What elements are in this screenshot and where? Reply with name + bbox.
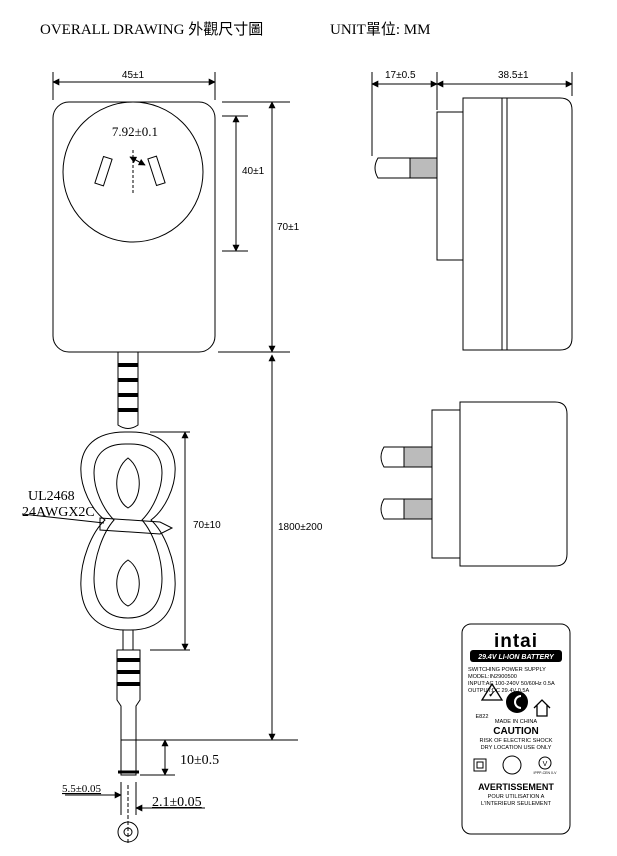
label-line-3: INPUT:AC 100-240V 50/60Hz 0.5A xyxy=(468,681,555,687)
pins-view xyxy=(380,401,568,567)
pin-bottom xyxy=(380,498,433,520)
avert-line-2: L'INTERIEUR SEULEMENT xyxy=(481,801,552,807)
drawing-title: OVERALL DRAWING 外觀尺寸圖 xyxy=(40,22,264,38)
caution-line-1: RISK OF ELECTRIC SHOCK xyxy=(479,738,552,744)
side-view xyxy=(371,72,573,351)
double-insulation-icon xyxy=(473,758,487,772)
unit-label: UNIT單位: MM xyxy=(330,22,431,38)
caution-heading: CAUTION xyxy=(493,726,539,737)
side-plug-plate xyxy=(436,111,464,261)
front-view xyxy=(52,72,290,353)
pin-spacing-dimension: 7.92±0.1 xyxy=(112,124,158,139)
efficiency-v-icon xyxy=(538,756,552,770)
strain-relief xyxy=(117,352,139,429)
made-in-china: MADE IN CHINA xyxy=(495,719,538,725)
pin-height-dimension: 40±1 xyxy=(242,166,265,177)
side-body xyxy=(462,97,573,351)
dc-plug-body xyxy=(116,649,141,741)
plug-length-dimension: 10±0.5 xyxy=(180,753,219,768)
coil-loop-top xyxy=(116,457,140,509)
cable-coil-outer xyxy=(80,431,176,631)
rating-label: ✓ xyxy=(461,623,571,835)
indoor-use-icon xyxy=(533,699,551,717)
caution-line-2: DRY LOCATION USE ONLY xyxy=(481,745,552,751)
coil-loop-bottom xyxy=(116,559,140,607)
avert-line-1: POUR UTILISATION A xyxy=(488,794,545,800)
battery-type: 29.4V LI-ION BATTERY xyxy=(477,654,555,661)
label-line-1: SWITCHING POWER SUPPLY xyxy=(468,667,546,673)
cable-coil-inner xyxy=(93,443,163,619)
cable-length-dimension: 1800±200 xyxy=(278,522,323,533)
body-height-dimension: 70±1 xyxy=(277,222,300,233)
width-dimension: 45±1 xyxy=(122,70,145,81)
cable-type-line1: UL2468 xyxy=(28,489,75,504)
side-pin xyxy=(374,157,438,179)
body-depth-dimension: 38.5±1 xyxy=(498,70,529,81)
brand-logo: intai xyxy=(494,631,538,652)
pins-body xyxy=(459,401,568,567)
blank-circle-mark xyxy=(502,755,522,775)
cable-assembly xyxy=(21,352,298,845)
inner-diameter-dimension: 2.1±0.05 xyxy=(152,795,202,810)
compliance-code: E822 xyxy=(475,714,488,720)
dc-plug-barrel xyxy=(120,740,137,776)
efficiency-mark: V xyxy=(543,761,548,768)
pin-top xyxy=(380,446,433,468)
certification-c-icon xyxy=(506,691,528,713)
coil-dimension: 70±10 xyxy=(193,520,221,531)
pin-slot-right xyxy=(147,155,166,187)
rcm-triangle-icon xyxy=(480,682,504,701)
plug-face-circle xyxy=(62,101,204,243)
pins-plug-plate xyxy=(431,409,461,559)
efficiency-sub: IPPP-CEN 0-V xyxy=(534,771,558,775)
plug-depth-dimension: 17±0.5 xyxy=(385,70,416,81)
svg-text:✓: ✓ xyxy=(488,689,496,699)
outer-diameter-dimension: 5.5±0.05 xyxy=(62,783,102,795)
cable-type-line2: 24AWGX2C xyxy=(22,505,95,520)
label-line-4: OUTPUT:DC 29.4V 0.5A xyxy=(468,688,530,694)
pin-slot-left xyxy=(94,155,113,187)
label-line-2: MODEL:IN2900500 xyxy=(468,674,517,680)
avertissement-heading: AVERTISSEMENT xyxy=(478,782,554,792)
adapter-body-front xyxy=(52,101,216,353)
cable-tie xyxy=(99,517,174,535)
